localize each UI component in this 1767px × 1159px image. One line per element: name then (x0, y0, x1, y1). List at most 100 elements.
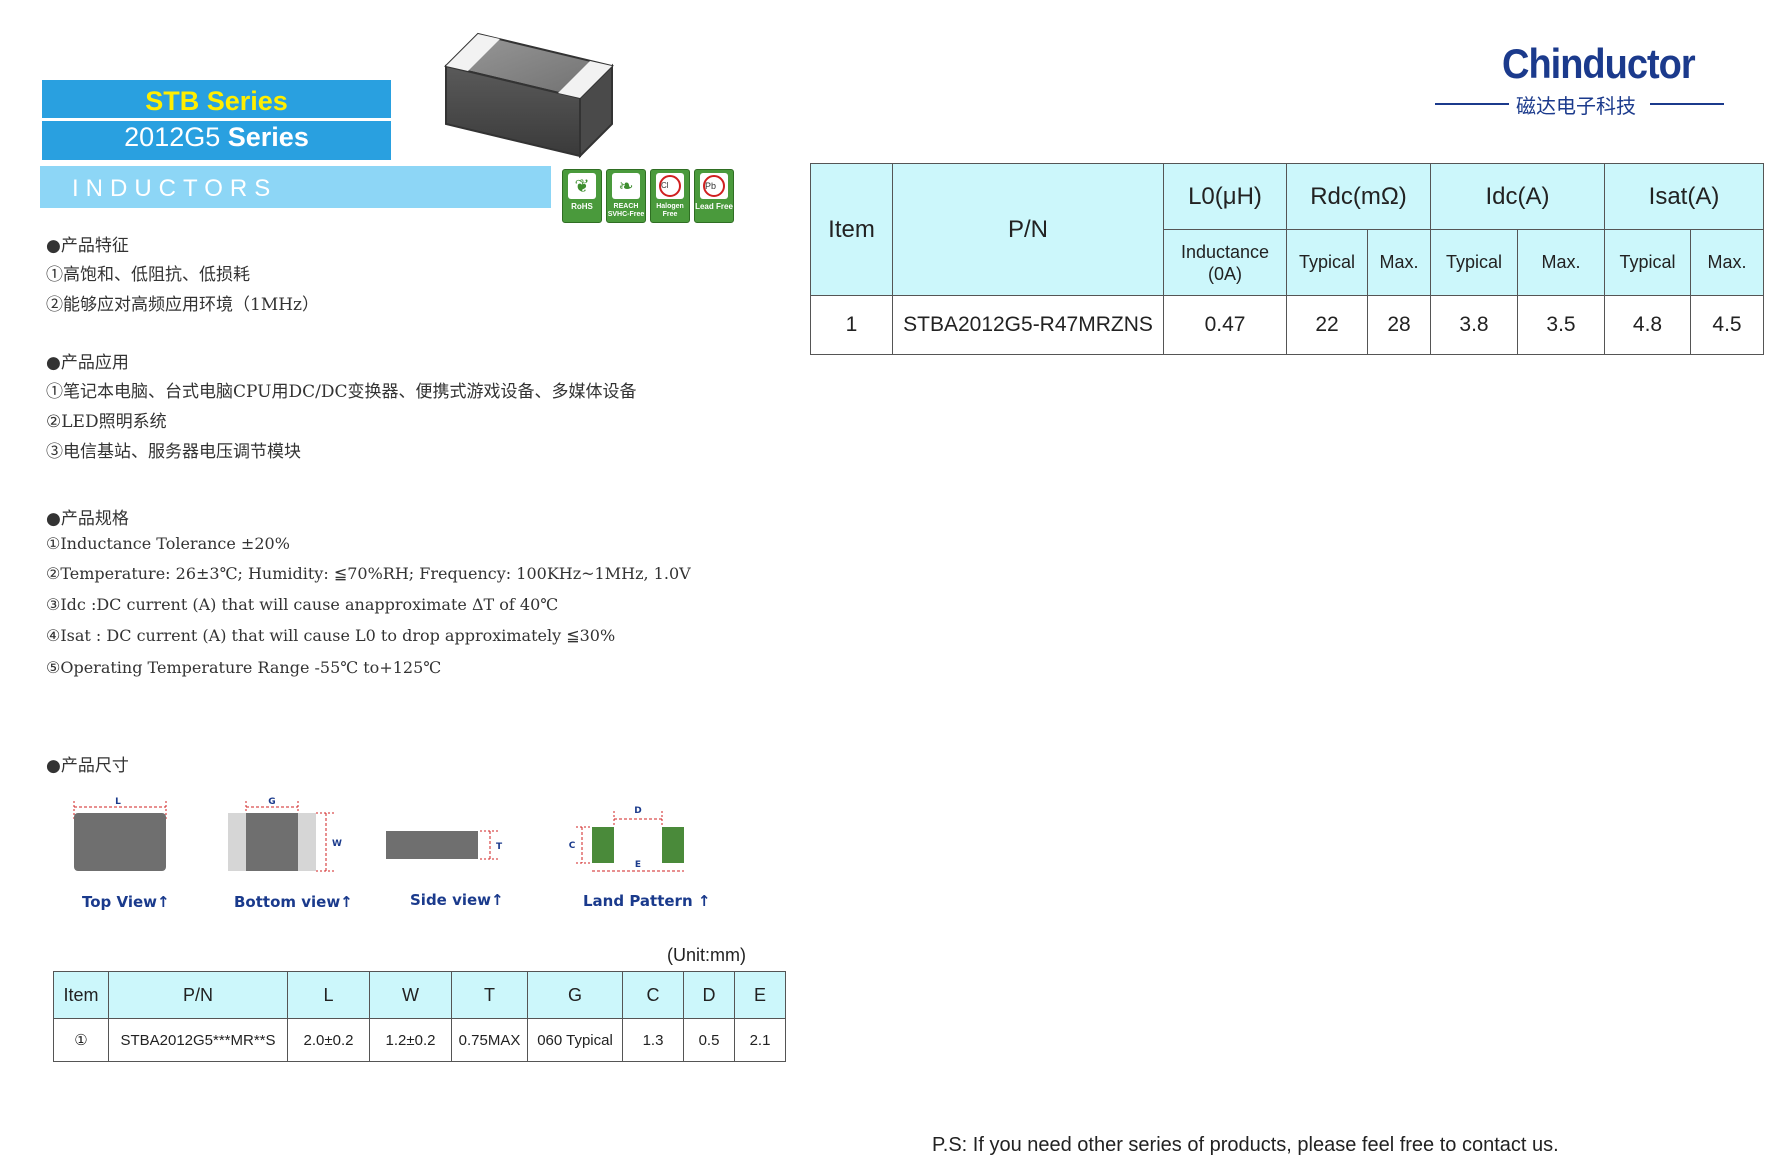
series-title: STB Series (145, 86, 288, 116)
halogen-free-badge: Cl Halogen Free (650, 169, 690, 223)
header-isat-typical: Typical (1604, 229, 1691, 296)
dim-letter-e: E (635, 860, 641, 870)
dim-letter-c: C (569, 841, 576, 851)
header-inductance: Inductance(0A) (1163, 229, 1287, 296)
application-item: ②LED照明系统 (46, 412, 167, 432)
application-item: ③电信基站、服务器电压调节模块 (46, 442, 301, 462)
dim-letter-d: D (634, 806, 641, 816)
dim-cell: 2.0±0.2 (287, 1018, 370, 1062)
series-divider (42, 118, 391, 121)
applications-heading: ●产品应用 (46, 353, 129, 373)
cell-rdc-max: 28 (1367, 295, 1431, 355)
brand-subtitle: 磁达电子科技 (1516, 94, 1636, 118)
rohs-leaf-icon: ❦ (574, 175, 590, 196)
dim-cell: 2.1 (734, 1018, 786, 1062)
header-idc-typical: Typical (1430, 229, 1518, 296)
halogen-free-icon: Cl (659, 175, 681, 197)
header-rdc-typical: Typical (1286, 229, 1368, 296)
contact-note: P.S: If you need other series of product… (932, 1134, 1559, 1156)
dim-cell: 1.3 (622, 1018, 684, 1062)
dim-header-pn: P/N (108, 971, 288, 1019)
specs-heading: ●产品规格 (46, 509, 129, 529)
dim-cell: 1.2±0.2 (369, 1018, 452, 1062)
land-pattern-label: Land Pattern ↑ (583, 892, 711, 910)
features-heading: ●产品特征 (46, 236, 129, 256)
spec-table: Item P/N L0(μH) Rdc(mΩ) Idc(A) Isat(A) I… (810, 163, 1764, 355)
cell-isat-max: 4.5 (1690, 295, 1764, 355)
header-inductance-condition: (0A) (1207, 263, 1242, 284)
cell-pn: STBA2012G5-R47MRZNS (892, 295, 1164, 355)
dimension-diagrams: L G W T D C E (73, 797, 684, 872)
dim-cell: 060 Typical (527, 1018, 623, 1062)
dim-header-item: Item (53, 971, 109, 1019)
category-label: INDUCTORS (72, 175, 278, 202)
dim-header-t: T (451, 971, 528, 1019)
unit-label: (Unit:mm) (667, 945, 746, 965)
header-isat: Isat(A) (1604, 163, 1764, 230)
spec-item: ①Inductance Tolerance ±20% (46, 534, 290, 553)
reach-leaf-icon: ❧ (618, 175, 634, 196)
feature-item: ①高饱和、低阻抗、低损耗 (46, 265, 250, 285)
cell-rdc-typical: 22 (1286, 295, 1368, 355)
top-view-diagram: L (73, 797, 167, 871)
dimensions-heading: ●产品尺寸 (46, 756, 129, 776)
brand-logo: Chinductor (1502, 41, 1696, 89)
spec-item: ②Temperature: 26±3℃; Humidity: ≦70%RH; F… (46, 564, 691, 583)
dim-cell: ① (53, 1018, 109, 1062)
dim-header-c: C (622, 971, 684, 1019)
series-subtitle: 2012G5 Series (42, 122, 391, 153)
land-pattern-diagram: D C E (569, 806, 684, 872)
cell-idc-typical: 3.8 (1430, 295, 1518, 355)
header-idc: Idc(A) (1430, 163, 1605, 230)
rohs-badge: ❦ RoHS (562, 169, 602, 223)
logo-divider-left (1435, 103, 1509, 105)
cell-item: 1 (810, 295, 893, 355)
dim-header-w: W (369, 971, 452, 1019)
table-row: ① STBA2012G5***MR**S 2.0±0.2 1.2±0.2 0.7… (53, 1018, 786, 1062)
dim-letter-l: L (115, 797, 121, 807)
header-rdc-max: Max. (1367, 229, 1431, 296)
cell-idc-max: 3.5 (1517, 295, 1605, 355)
header-rdc: Rdc(mΩ) (1286, 163, 1431, 230)
series-subtitle-number: 2012G5 (124, 122, 221, 152)
feature-item: ②能够应对高频应用环境（1MHz） (46, 295, 320, 315)
cell-l0: 0.47 (1163, 295, 1287, 355)
bottom-view-diagram: G W (228, 797, 342, 872)
dim-cell: STBA2012G5***MR**S (108, 1018, 288, 1062)
category-bar (40, 166, 551, 208)
header-l0: L0(μH) (1163, 163, 1287, 230)
spec-item: ⑤Operating Temperature Range -55℃ to+125… (46, 658, 442, 677)
dim-cell: 0.75MAX (451, 1018, 528, 1062)
lead-free-badge: Pb Lead Free (694, 169, 734, 223)
top-view-label: Top View↑ (82, 893, 170, 911)
side-view-label: Side view↑ (410, 891, 504, 909)
inductor-chip-image (444, 32, 614, 159)
badge-label: REACH SVHC-Free (607, 203, 645, 218)
table-row: 1 STBA2012G5-R47MRZNS 0.47 22 28 3.8 3.5… (810, 295, 1764, 355)
application-item: ①笔记本电脑、台式电脑CPU用DC/DC变换器、便携式游戏设备、多媒体设备 (46, 382, 637, 402)
spec-item: ④Isat : DC current (A) that will cause L… (46, 626, 616, 645)
badge-label: RoHS (571, 202, 593, 211)
cell-isat-typical: 4.8 (1604, 295, 1691, 355)
header-item: Item (810, 163, 893, 296)
header-idc-max: Max. (1517, 229, 1605, 296)
series-subtitle-word: Series (227, 122, 309, 152)
header-inductance-label: Inductance (1180, 241, 1270, 262)
badge-label: Halogen Free (656, 203, 684, 218)
certification-badges: ❦ RoHS ❧ REACH SVHC-Free Cl Halogen Free… (562, 169, 734, 223)
reach-badge: ❧ REACH SVHC-Free (606, 169, 646, 223)
dim-header-g: G (527, 971, 623, 1019)
bottom-view-label: Bottom view↑ (234, 893, 353, 911)
header-isat-max: Max. (1690, 229, 1764, 296)
dim-header-d: D (683, 971, 735, 1019)
side-view-diagram: T (386, 830, 503, 860)
dimension-table: Item P/N L W T G C D E ① STBA2012G5***MR… (53, 971, 786, 1062)
dim-header-e: E (734, 971, 786, 1019)
badge-label: Lead Free (695, 202, 733, 211)
dim-letter-g: G (268, 797, 275, 807)
logo-divider-right (1650, 103, 1724, 105)
dim-letter-t: T (496, 842, 503, 852)
dim-cell: 0.5 (683, 1018, 735, 1062)
lead-free-icon: Pb (703, 175, 725, 197)
dim-letter-w: W (332, 839, 342, 849)
